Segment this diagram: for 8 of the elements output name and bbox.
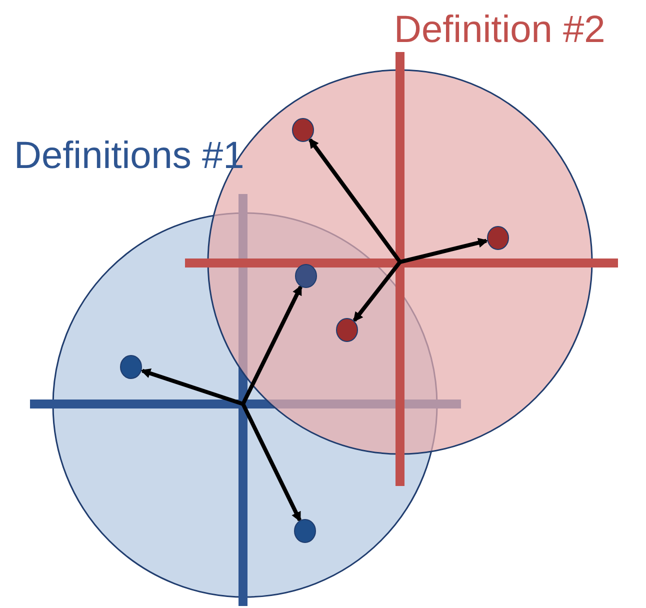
arrow	[352, 260, 402, 322]
arrow	[241, 403, 302, 522]
arrow	[400, 238, 488, 264]
arrow	[140, 368, 244, 406]
circle-heading: Definition #2	[394, 8, 606, 52]
circle-heading: Definitions #1	[14, 134, 244, 178]
arrow	[241, 284, 302, 405]
arrow	[308, 138, 402, 264]
